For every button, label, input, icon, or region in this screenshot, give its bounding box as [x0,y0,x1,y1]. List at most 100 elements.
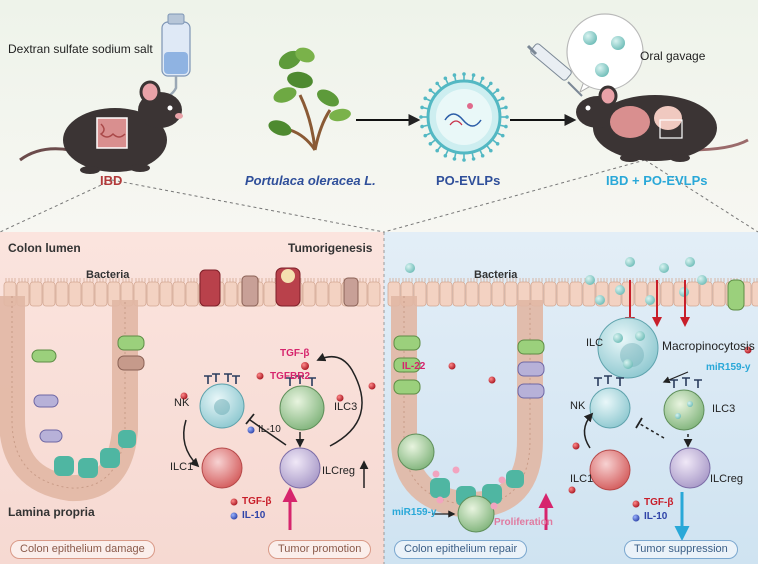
vesicle-spike-tip [428,142,433,146]
right-ilcreg-cell [669,447,711,489]
vesicle-spike-tip [443,76,448,81]
left-bacteria-label: Bacteria [86,269,130,281]
lamina-propria-label: Lamina propria [8,505,95,519]
vesicle-spike-tip [462,158,466,162]
tumor-cell [241,275,259,307]
left-mir-label: miR159-y [392,507,437,518]
vesicle-spike-tip [462,72,466,76]
vesicle-spike-tip [423,96,428,101]
vesicle-spike-tip [435,81,439,86]
tumor-cell [199,269,221,307]
vesicle-spike-tip [420,124,424,129]
left-ilc3-label: ILC3 [334,401,358,413]
epithelial-cell [68,281,82,307]
vesicle-spike-tip [489,148,493,153]
ibd-label: IBD [100,173,123,188]
vesicle-spike-tip [471,157,476,161]
left-bottom-tgfb-label: TGF-β [242,496,272,507]
epithelial-cell [185,281,199,307]
vesicle-spike-tip [500,96,505,101]
evlp-label: PO-EVLPs [436,173,501,188]
pill-colon-damage: Colon epithelium damage [10,540,155,559]
proliferation-label: Proliferation [494,517,553,528]
left-ilc1-label: ILC1 [170,461,194,473]
vesicle-spike-tip [428,88,433,92]
ibd-mouse-icon [19,80,183,174]
vesicle-spike-tip [419,115,423,119]
epithelial-cell [367,281,381,307]
portulaca-plant-icon [268,47,351,151]
vesicle-spike-tip [489,81,493,86]
epithelial-cell [699,281,713,307]
right-mir-label: miR159-y [706,362,751,373]
treated-mouse-icon [576,85,749,162]
vesicle-spike-tip [480,76,485,81]
left-epithelium [3,267,381,307]
epithelial-cell [302,281,316,307]
right-proliferation-cell [457,495,495,533]
epithelial-cell [315,281,329,307]
epithelial-cell [55,281,69,307]
pill-tumor-suppression: Tumor suppression [624,540,738,559]
epithelial-cell [660,281,674,307]
vesicle-spike-tip [471,73,476,77]
right-ilc-label: ILC [586,337,604,349]
vesicle-spike-tip [495,142,500,146]
epithelial-cell [452,281,466,307]
epithelial-cell [159,281,173,307]
epithelial-cell [751,281,758,307]
oral-gavage-label: Oral gavage [640,49,706,63]
right-nk-cell [589,387,631,429]
il22-label: IL-22 [402,361,426,372]
epithelial-cell [634,281,648,307]
vesicle-spike-tip [500,133,505,138]
right-ilc-cell [597,317,659,379]
vesicle-spike-tip [420,105,424,110]
left-ilcreg-cell [279,447,321,489]
left-ilc1-cell [201,447,243,489]
po-evlp-vesicle-icon [426,79,502,155]
epithelial-cell [146,281,160,307]
vesicle-spike-tip [504,105,508,110]
right-ilc1-label: ILC1 [570,473,594,485]
epithelial-cell [328,281,342,307]
epithelial-cell [439,281,453,307]
epithelial-cell [263,281,277,307]
epithelial-cell [94,281,108,307]
treated-label: IBD + PO-EVLPs [606,173,708,188]
vesicle-spikes [419,72,509,162]
epithelial-cell [686,281,700,307]
right-ilc3-label: ILC3 [712,403,736,415]
pill-colon-repair: Colon epithelium repair [394,540,528,559]
vesicle-spike-tip [505,115,509,119]
right-ilc1-cell [589,449,631,491]
left-nk-cell [199,383,245,429]
left-ilcreg-label: ILCreg [322,465,356,477]
tumor-nucleus [281,269,295,283]
vesicle-spike-tip [435,148,439,153]
syringe-icon [526,43,583,97]
epithelial-cell [556,281,570,307]
right-nk-label: NK [570,400,586,412]
left-tgfb-label: TGF-β [280,348,310,359]
tumorigenesis-label: Tumorigenesis [288,241,373,255]
vesicle-spike-tip [480,153,485,158]
tumor-cell [343,277,359,307]
epithelial-cell [569,281,583,307]
epithelial-cell [491,281,505,307]
epithelial-cell [172,281,186,307]
epithelial-cell [712,281,726,307]
epithelial-cell [42,281,56,307]
epithelial-cell [621,281,635,307]
epithelial-cell [478,281,492,307]
right-tgfb-label: TGF-β [644,497,674,508]
epithelial-cell [465,281,479,307]
water-bottle-icon [159,13,191,102]
vesicle-spike-tip [504,124,508,129]
epithelial-cell [29,281,43,307]
tgfbr2-label: TGFBR2 [270,371,310,382]
vesicle-spike-tip [452,73,457,77]
right-il10-label: IL-10 [644,511,668,522]
